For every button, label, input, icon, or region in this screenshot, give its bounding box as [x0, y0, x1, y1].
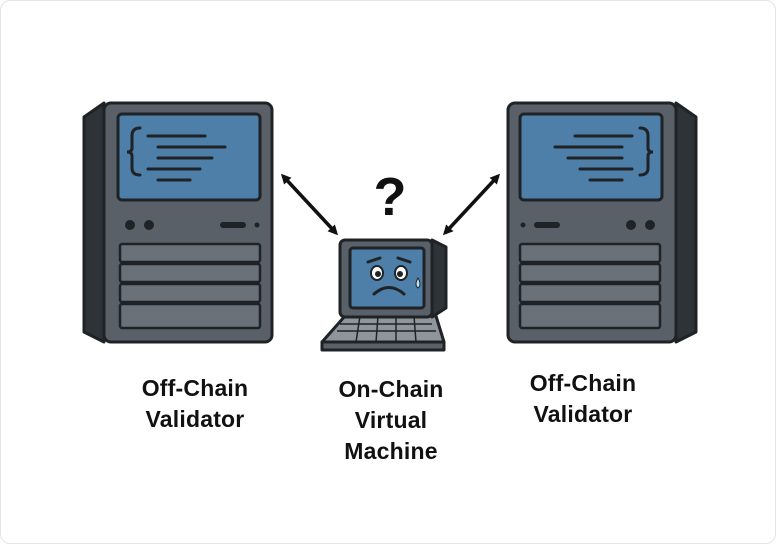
label-line: Validator: [145, 406, 245, 432]
sweat-drop-icon: [415, 276, 421, 289]
sad-computer-icon: [320, 238, 448, 352]
right-validator-label: Off-Chain Validator: [478, 368, 688, 430]
label-line: On-Chain: [338, 376, 444, 402]
label-line: Off-Chain: [141, 375, 249, 401]
label-line: Validator: [533, 401, 633, 427]
label-line: Machine: [344, 438, 438, 464]
question-mark: ?: [374, 167, 407, 227]
left-server-icon: [82, 101, 274, 344]
code-lines: [553, 126, 654, 182]
left-double-arrow-icon: [280, 173, 339, 236]
label-line: Virtual: [354, 407, 428, 433]
code-lines: [126, 126, 227, 182]
right-server-icon: [506, 101, 698, 344]
vm-label: On-Chain Virtual Machine: [286, 374, 496, 467]
left-validator-label: Off-Chain Validator: [90, 373, 300, 435]
right-double-arrow-icon: [442, 173, 501, 236]
label-line: Off-Chain: [529, 370, 637, 396]
